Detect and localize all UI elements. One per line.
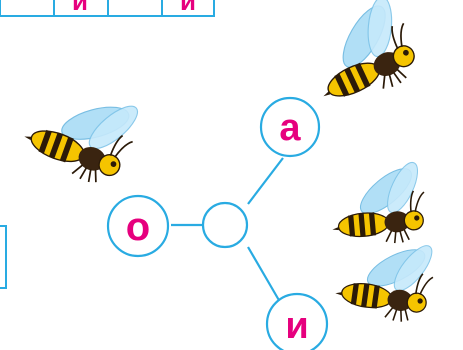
top-row-letter-2: и: [180, 0, 196, 16]
letter-circle-a[interactable]: а: [259, 96, 321, 158]
letter-a: а: [279, 107, 301, 149]
wasp-icon: [326, 156, 431, 250]
letter-circle-i[interactable]: и: [265, 292, 329, 350]
left-partial-box: [0, 225, 7, 289]
letter-o: о: [126, 205, 150, 249]
letter-i: и: [285, 305, 308, 347]
connector-lines: [171, 157, 284, 303]
top-letter-row: и и: [0, 0, 215, 17]
wasp-icon: [331, 228, 441, 327]
wasp-icon: [292, 0, 429, 116]
top-row-letter-1: и: [72, 0, 88, 16]
letter-circle-o[interactable]: о: [106, 194, 170, 258]
center-blank-circle[interactable]: [201, 201, 249, 249]
wasp-icon: [16, 69, 149, 193]
